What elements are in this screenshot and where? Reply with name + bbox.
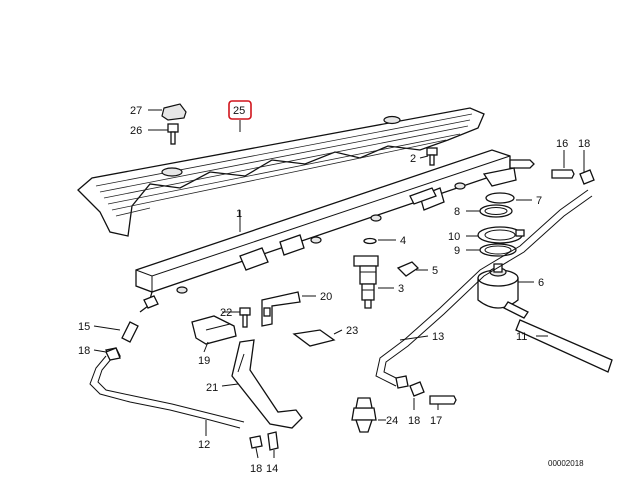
hose-14[interactable] <box>267 431 279 451</box>
bracket-20[interactable] <box>261 291 301 327</box>
bolt-part-2[interactable] <box>426 147 438 166</box>
label-14[interactable]: 14 <box>266 463 278 475</box>
label-17[interactable]: 17 <box>430 415 442 427</box>
hose-11[interactable] <box>515 319 613 373</box>
washer-4[interactable] <box>363 237 377 245</box>
highlight-box <box>228 100 252 120</box>
clip-5[interactable] <box>396 261 420 277</box>
label-6[interactable]: 6 <box>538 277 544 289</box>
valve-24[interactable] <box>351 397 377 433</box>
hose-15[interactable] <box>121 321 139 343</box>
clamp-18-upper[interactable] <box>579 169 595 185</box>
bolt-part[interactable] <box>167 123 179 145</box>
label-8[interactable]: 8 <box>454 206 460 218</box>
label-10[interactable]: 10 <box>448 231 460 243</box>
o-ring-8[interactable] <box>479 204 513 218</box>
label-26[interactable]: 26 <box>130 125 142 137</box>
seal-ring-7[interactable] <box>485 192 515 204</box>
label-5[interactable]: 5 <box>432 265 438 277</box>
label-18-bottom[interactable]: 18 <box>250 463 262 475</box>
pressure-regulator[interactable] <box>477 263 529 319</box>
hose-13[interactable] <box>375 189 593 389</box>
clamp-18-bottom[interactable] <box>249 435 263 449</box>
label-23[interactable]: 23 <box>346 325 358 337</box>
bolt-22[interactable] <box>239 307 251 328</box>
label-7[interactable]: 7 <box>536 195 542 207</box>
o-ring-9[interactable] <box>479 243 517 257</box>
label-11[interactable]: 11 <box>516 331 527 343</box>
clamp-18-left[interactable] <box>105 347 121 361</box>
hose-16[interactable] <box>551 169 575 179</box>
clamp-18-right[interactable] <box>409 381 425 397</box>
fuel-rail[interactable] <box>135 149 535 313</box>
label-24[interactable]: 24 <box>386 415 398 427</box>
drawing-code: 00002018 <box>548 459 584 468</box>
label-21[interactable]: 21 <box>206 382 218 394</box>
label-1[interactable]: 1 <box>236 208 242 220</box>
label-18-left[interactable]: 18 <box>78 345 90 357</box>
label-3[interactable]: 3 <box>398 283 404 295</box>
label-16[interactable]: 16 <box>556 138 568 150</box>
bracket-23[interactable] <box>292 329 336 347</box>
hose-17[interactable] <box>429 395 457 405</box>
leader-lines <box>93 109 585 459</box>
label-27[interactable]: 27 <box>130 105 142 117</box>
label-2[interactable]: 2 <box>410 153 416 165</box>
bracket-19[interactable] <box>191 315 237 345</box>
clip-part[interactable] <box>161 103 187 121</box>
label-25[interactable]: 25 <box>233 105 245 117</box>
label-19[interactable]: 19 <box>198 355 210 367</box>
label-12[interactable]: 12 <box>198 439 210 451</box>
label-18-upper[interactable]: 18 <box>578 138 590 150</box>
fuel-injector[interactable] <box>353 255 379 309</box>
label-22[interactable]: 22 <box>220 307 232 319</box>
intake-cover[interactable] <box>77 107 485 237</box>
label-13[interactable]: 13 <box>432 331 444 343</box>
label-9[interactable]: 9 <box>454 245 460 257</box>
bracket-21[interactable] <box>231 339 303 429</box>
label-15[interactable]: 15 <box>78 321 90 333</box>
label-4[interactable]: 4 <box>400 235 406 247</box>
label-20[interactable]: 20 <box>320 291 332 303</box>
clamp-ring-10[interactable] <box>477 226 525 244</box>
label-18-right[interactable]: 18 <box>408 415 420 427</box>
